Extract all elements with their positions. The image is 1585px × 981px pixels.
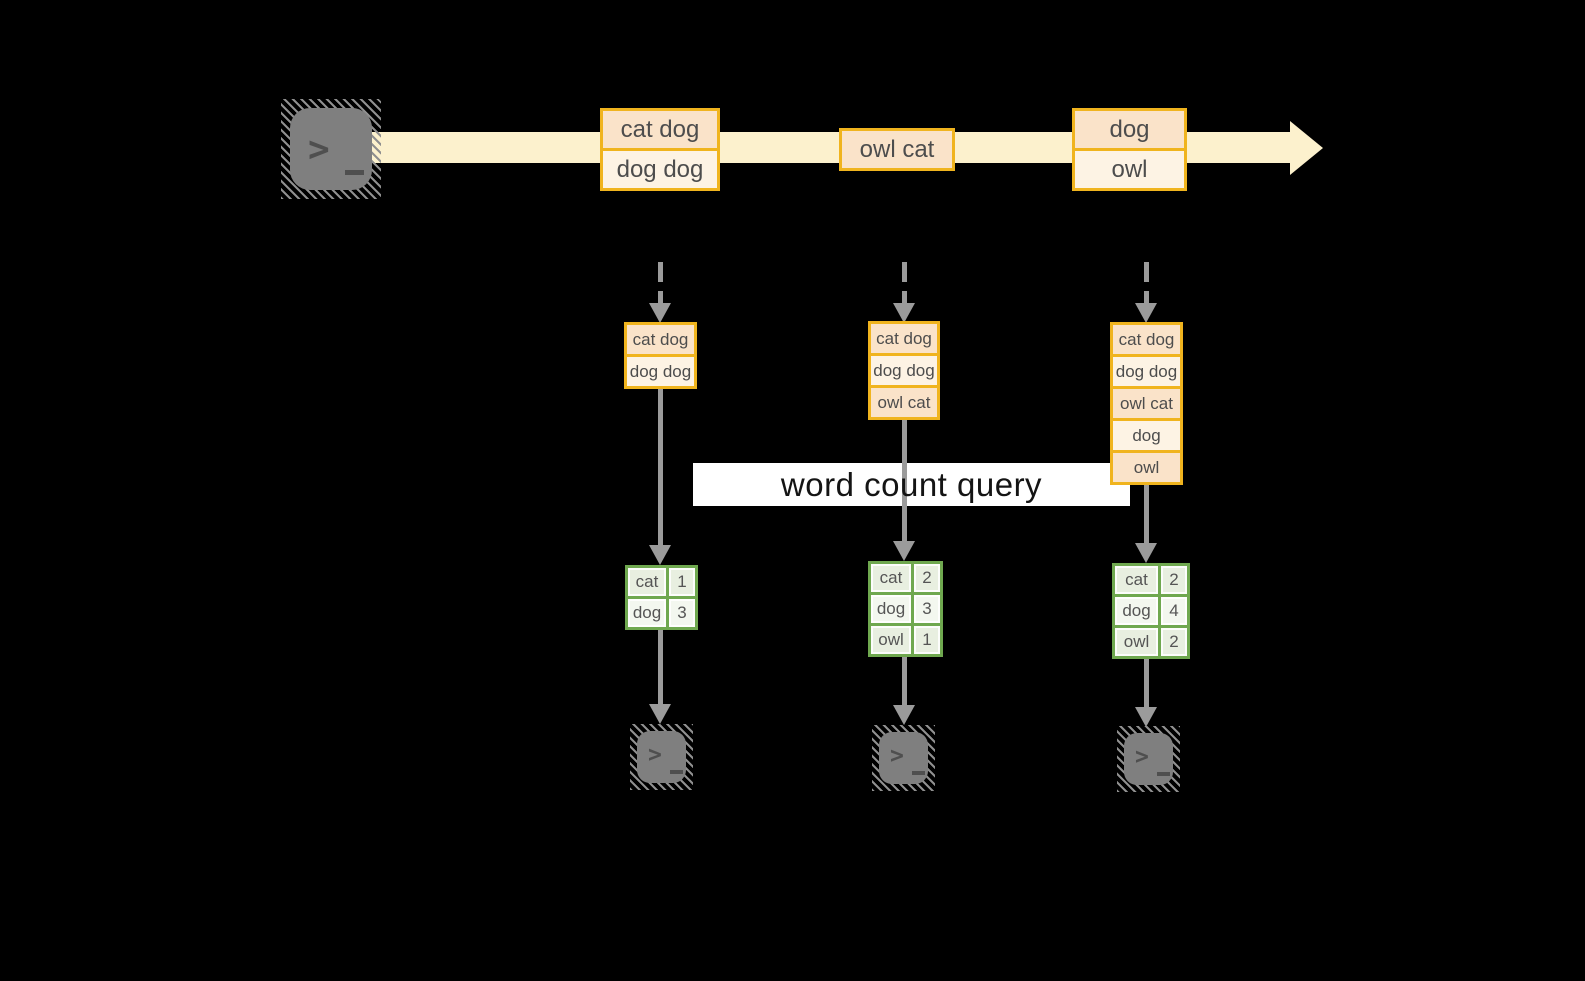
stream-record-box: owl cat xyxy=(839,128,955,171)
count-value-cell: 3 xyxy=(914,595,940,623)
arrow-icon xyxy=(902,656,907,706)
arrow-icon xyxy=(658,386,663,545)
arrowhead-icon xyxy=(649,704,671,724)
prompt-chevron-icon: > xyxy=(1135,744,1149,770)
ingest-stack: cat dog dog dog xyxy=(624,322,697,389)
stack-row: owl cat xyxy=(1113,389,1180,418)
dashed-arrowhead-icon xyxy=(893,303,915,323)
stack-row: cat dog xyxy=(627,325,694,354)
count-value-cell: 2 xyxy=(914,564,940,592)
count-table: cat 2 dog 3 owl 1 xyxy=(868,561,943,657)
arrow-icon xyxy=(1144,658,1149,708)
count-value-cell: 2 xyxy=(1161,628,1187,656)
terminal-screen: > xyxy=(290,108,372,190)
dashed-arrowhead-icon xyxy=(649,303,671,323)
terminal-source-icon: > xyxy=(281,99,381,199)
count-word-cell: cat xyxy=(628,568,666,596)
count-word-cell: owl xyxy=(871,626,911,654)
stream-arrowhead-icon xyxy=(1290,121,1323,175)
count-word-cell: dog xyxy=(1115,597,1158,625)
prompt-chevron-icon: > xyxy=(890,743,904,769)
stream-record: owl cat xyxy=(842,131,952,168)
prompt-chevron-icon: > xyxy=(308,129,330,170)
ingest-stack: cat dog dog dog owl cat xyxy=(868,321,940,420)
count-word-cell: dog xyxy=(628,599,666,627)
query-label-band xyxy=(693,463,1130,506)
stack-row: owl xyxy=(1113,453,1180,482)
stream-record-box: cat dog dog dog xyxy=(600,108,720,191)
arrowhead-icon xyxy=(893,705,915,725)
prompt-underscore-icon xyxy=(670,770,683,774)
ingest-stack: cat dog dog dog owl cat dog owl xyxy=(1110,322,1183,485)
dashed-arrowhead-icon xyxy=(1135,303,1157,323)
dashed-arrow-icon xyxy=(1144,262,1149,306)
query-label: word count query xyxy=(780,465,1043,503)
arrowhead-icon xyxy=(1135,543,1157,563)
count-value-cell: 2 xyxy=(1161,566,1187,594)
count-word-cell: owl xyxy=(1115,628,1158,656)
count-value-cell: 1 xyxy=(914,626,940,654)
dashed-arrow-icon xyxy=(902,262,907,306)
terminal-sink-icon: > xyxy=(630,724,693,790)
dashed-arrow-icon xyxy=(658,262,663,306)
count-word-cell: cat xyxy=(871,564,911,592)
prompt-underscore-icon xyxy=(1157,772,1170,776)
count-value-cell: 4 xyxy=(1161,597,1187,625)
stream-record: cat dog xyxy=(603,111,717,148)
arrowhead-icon xyxy=(649,545,671,565)
terminal-sink-icon: > xyxy=(872,725,935,791)
count-word-cell: cat xyxy=(1115,566,1158,594)
arrow-icon xyxy=(658,629,663,705)
stream-record-box: dog owl xyxy=(1072,108,1187,191)
terminal-sink-icon: > xyxy=(1117,726,1180,792)
count-word-cell: dog xyxy=(871,595,911,623)
stream-record: dog xyxy=(1075,111,1184,148)
arrowhead-icon xyxy=(1135,707,1157,727)
count-value-cell: 1 xyxy=(669,568,695,596)
prompt-underscore-icon xyxy=(912,771,925,775)
stack-row: cat dog xyxy=(1113,325,1180,354)
count-value-cell: 3 xyxy=(669,599,695,627)
prompt-chevron-icon: > xyxy=(648,742,662,768)
stack-row: dog dog xyxy=(871,356,937,385)
terminal-screen: > xyxy=(879,732,928,784)
arrowhead-icon xyxy=(893,541,915,561)
stack-row: dog xyxy=(1113,421,1180,450)
stack-row: dog dog xyxy=(1113,357,1180,386)
terminal-screen: > xyxy=(637,731,686,783)
stream-record: dog dog xyxy=(603,151,717,188)
count-table: cat 1 dog 3 xyxy=(625,565,698,630)
stack-row: cat dog xyxy=(871,324,937,353)
arrow-icon xyxy=(902,418,907,541)
prompt-underscore-icon xyxy=(345,170,364,175)
arrow-icon xyxy=(1144,483,1149,543)
terminal-screen: > xyxy=(1124,733,1173,785)
count-table: cat 2 dog 4 owl 2 xyxy=(1112,563,1190,659)
stack-row: owl cat xyxy=(871,388,937,417)
stream-record: owl xyxy=(1075,151,1184,188)
stack-row: dog dog xyxy=(627,357,694,386)
